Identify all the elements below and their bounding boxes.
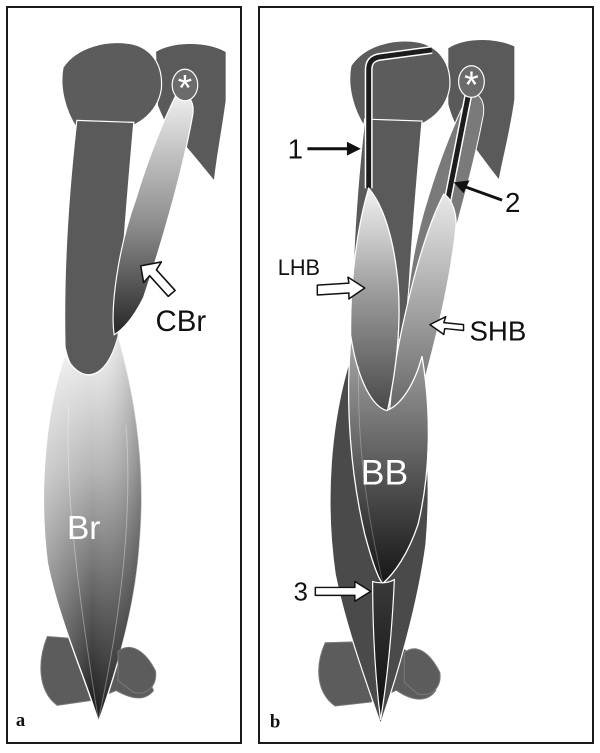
arrow-3 [314, 580, 372, 603]
label-3: 3 [294, 578, 308, 606]
distal-biceps-tendon [372, 578, 396, 720]
label-2: 2 [505, 187, 520, 218]
cbr-label: CBr [155, 305, 206, 338]
biceps-belly-highlight [358, 366, 384, 582]
panel-letter-b: b [270, 712, 280, 733]
panel-b: * 1 2 LHB SHB BB 3 b [258, 6, 594, 744]
panel-a: * CBr Br a [6, 6, 242, 744]
short-head-tendon-core [445, 86, 472, 203]
shb-arrow [429, 315, 465, 336]
forearm-bone-tip-a [117, 646, 157, 694]
bb-label: BB [361, 453, 408, 493]
cbr-arrow [139, 261, 176, 298]
lhb-arrow [316, 276, 366, 300]
label-1: 1 [288, 134, 303, 165]
forearm-bone-tip-b [403, 648, 441, 696]
arrow-2-shaft [463, 184, 503, 202]
lhb-label: LHB [278, 255, 320, 280]
arrow-1-head [346, 141, 361, 156]
panel-b-illustration: * 1 2 LHB SHB BB 3 b [270, 38, 526, 733]
coracoid-process-b [458, 65, 485, 98]
asterisk-label-a: * [178, 67, 193, 109]
br-label: Br [67, 510, 100, 547]
biceps-belly [347, 336, 430, 585]
panel-letter-a: a [16, 710, 26, 731]
coracoid-process [171, 68, 199, 102]
brachialis-fiber-line [67, 405, 129, 721]
arrow-2-head [453, 180, 470, 194]
shb-label: SHB [469, 315, 526, 346]
humeral-head-a [61, 42, 163, 131]
brachialis-shading [43, 336, 142, 723]
asterisk-label-b: * [464, 63, 479, 105]
panel-a-illustration: * CBr Br a [16, 42, 227, 731]
long-head-tendon-core [366, 47, 433, 189]
coracobrachialis-muscle [112, 92, 194, 336]
